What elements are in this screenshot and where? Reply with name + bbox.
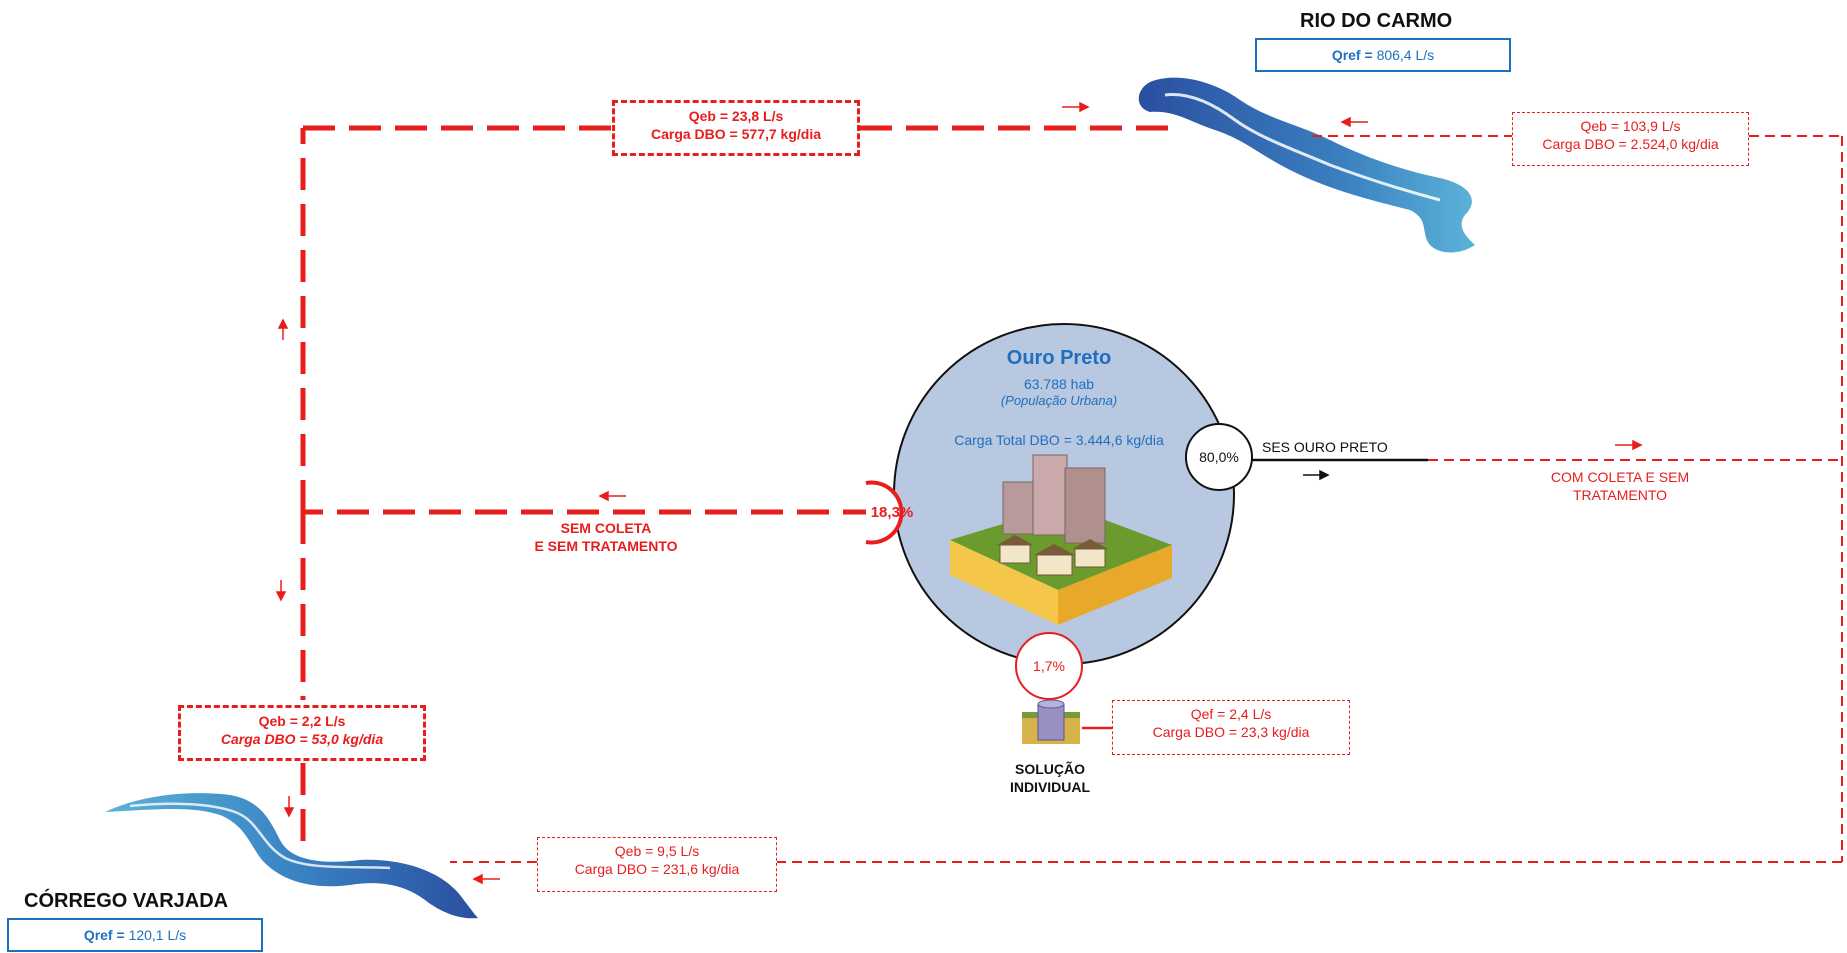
- com-coleta-line1: COM COLETA E SEM: [1550, 469, 1690, 485]
- city-population-note: (População Urbana): [1000, 393, 1118, 408]
- arrow-right-com-coleta: [1615, 439, 1643, 451]
- flow-box-top: Qeb = 23,8 L/s Carga DBO = 577,7 kg/dia: [612, 100, 860, 156]
- corrego-varjada-title: CÓRREGO VARJADA: [24, 890, 229, 912]
- septic-tank-icon: [1022, 699, 1080, 744]
- arrow-right-top: [1062, 101, 1090, 113]
- ses-name-label: SES OURO PRETO: [1262, 439, 1388, 455]
- flow-q: Qeb = 23,8 L/s: [688, 108, 784, 124]
- city-illustration-icon: [950, 454, 1172, 625]
- flow-load: Carga DBO = 23,3 kg/dia: [1152, 724, 1310, 740]
- individual-share-label: 1,7%: [1033, 658, 1065, 674]
- flow-box-individual: Qef = 2,4 L/s Carga DBO = 23,3 kg/dia: [1112, 700, 1350, 755]
- flow-box-bottom-to-varjada: Qeb = 9,5 L/s Carga DBO = 231,6 kg/dia: [537, 837, 777, 892]
- arrow-left-sem-coleta: [598, 490, 626, 502]
- rio-do-carmo-river: [1138, 77, 1475, 253]
- flow-box-ses-to-carmo: Qeb = 103,9 L/s Carga DBO = 2.524,0 kg/d…: [1512, 112, 1749, 166]
- arrow-left-bottom: [472, 873, 500, 885]
- flow-load: Carga DBO = 231,6 kg/dia: [574, 861, 740, 877]
- sem-coleta-line1: SEM COLETA: [560, 520, 652, 536]
- sem-coleta-route: [300, 125, 1168, 850]
- flow-load: Carga DBO = 2.524,0 kg/dia: [1542, 136, 1719, 152]
- sem-coleta-share-arc: [865, 480, 904, 545]
- flow-load: Carga DBO = 577,7 kg/dia: [650, 126, 822, 142]
- city-total-load: Carga Total DBO = 3.444,6 kg/dia: [954, 432, 1164, 448]
- flow-q: Qef = 2,4 L/s: [1190, 706, 1272, 722]
- city-name: Ouro Preto: [1006, 347, 1112, 369]
- com-coleta-route: [450, 135, 1843, 863]
- qref-label: Qref =: [1331, 47, 1373, 63]
- rio-do-carmo-qref: Qref = 806,4 L/s: [1255, 38, 1511, 72]
- sem-coleta-label: SEM COLETA E SEM TRATAMENTO: [500, 519, 712, 555]
- solucao-line1: SOLUÇÃO: [1015, 761, 1085, 777]
- qref-value: 806,4 L/s: [1376, 47, 1435, 63]
- flow-q: Qeb = 103,9 L/s: [1580, 118, 1681, 134]
- flow-q: Qeb = 9,5 L/s: [614, 843, 700, 859]
- solucao-individual-label: SOLUÇÃO INDIVIDUAL: [980, 760, 1120, 796]
- arrow-down-left: [275, 580, 287, 602]
- flow-arrows: [275, 101, 1643, 885]
- arrow-left-top: [1340, 116, 1368, 128]
- flow-q: Qeb = 2,2 L/s: [258, 713, 346, 729]
- corrego-varjada-river: [105, 793, 478, 919]
- arrow-up-left: [277, 318, 289, 340]
- flow-load: Carga DBO = 53,0 kg/dia: [220, 731, 384, 747]
- com-coleta-label: COM COLETA E SEM TRATAMENTO: [1505, 468, 1735, 504]
- sem-coleta-line2: E SEM TRATAMENTO: [534, 538, 678, 554]
- qref-value: 120,1 L/s: [128, 927, 187, 943]
- arrow-down-varjada: [283, 796, 295, 818]
- qref-label: Qref =: [83, 927, 125, 943]
- city-population: 63.788 hab: [1023, 376, 1095, 392]
- com-coleta-line2: TRATAMENTO: [1572, 487, 1668, 503]
- flow-box-left-to-varjada: Qeb = 2,2 L/s Carga DBO = 53,0 kg/dia: [178, 705, 426, 761]
- corrego-varjada-qref: Qref = 120,1 L/s: [7, 918, 263, 952]
- solucao-line2: INDIVIDUAL: [1009, 779, 1091, 795]
- sem-coleta-share-label: 18,3%: [870, 504, 914, 521]
- ses-share-label: 80,0%: [1199, 449, 1239, 465]
- ses-share-circle: [1185, 423, 1253, 491]
- rio-do-carmo-title: RIO DO CARMO: [1300, 10, 1453, 32]
- individual-share-circle: [1015, 632, 1083, 700]
- arrow-right-ses: [1303, 469, 1330, 481]
